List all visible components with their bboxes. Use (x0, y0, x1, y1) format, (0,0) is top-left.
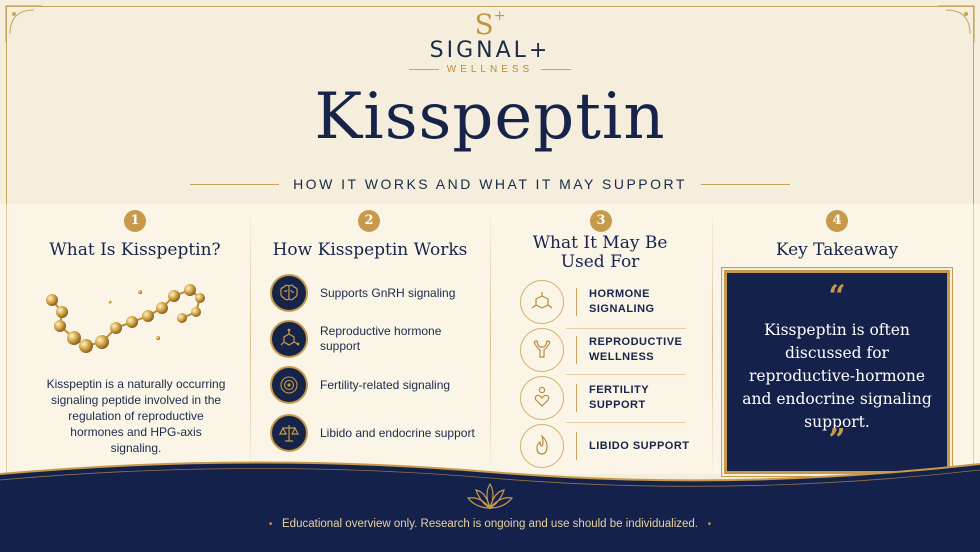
section-title-how: How Kisspeptin Works (272, 240, 468, 260)
how-item: Supports GnRH signaling (270, 274, 482, 312)
how-item-label: Supports GnRH signaling (320, 285, 456, 300)
brand-subtitle: WELLNESS (400, 64, 580, 75)
use-item-label: LIBIDO SUPPORT (589, 439, 690, 452)
how-item-label: Fertility-related signaling (320, 377, 451, 392)
footer-note-text: Educational overview only. Research is o… (282, 518, 698, 530)
how-item: Fertility-related signaling (270, 366, 482, 404)
section-title-takeaway: Key Takeaway (775, 240, 899, 260)
flame-icon (520, 424, 564, 468)
section-title-uses: What It May Be Used For (532, 233, 668, 272)
balance-scale-icon (270, 414, 308, 452)
section-title-what: What Is Kisspeptin? (49, 240, 221, 260)
use-item-separator (576, 288, 577, 316)
subtitle-rule-right (700, 183, 791, 185)
uterus-icon (520, 328, 564, 372)
subtitle-rule-left (190, 183, 280, 185)
lotus-icon (466, 482, 514, 510)
page-title: Kisspeptin (314, 80, 666, 154)
close-quote-icon: ” (828, 423, 846, 458)
use-divider (566, 328, 686, 329)
use-item-separator (576, 384, 577, 412)
use-item: LIBIDO SUPPORT (520, 424, 699, 468)
footer-disclaimer: • Educational overview only. Research is… (0, 518, 980, 530)
subtitle-row: HOW IT WORKS AND WHAT IT MAY SUPPORT (190, 174, 791, 194)
bullet-icon: • (268, 519, 273, 530)
section-number-3: 3 (590, 210, 612, 232)
use-item-label: HORMONE SIGNALING (589, 288, 655, 315)
molecule-icon (520, 280, 564, 324)
takeaway-text: Kisspeptin is often discussed for reprod… (742, 321, 932, 431)
use-divider (566, 422, 686, 423)
use-item: HORMONE SIGNALING (520, 280, 699, 324)
target-icon (270, 366, 308, 404)
brand-logo-mark: S+ (474, 8, 506, 41)
corner-ornament (5, 5, 42, 42)
takeaway-card: “ Kisspeptin is often discussed for repr… (724, 270, 950, 474)
how-item: Libido and endocrine support (270, 414, 482, 452)
page-subtitle: HOW IT WORKS AND WHAT IT MAY SUPPORT (293, 176, 687, 192)
use-item: REPRODUCTIVE WELLNESS (520, 328, 699, 372)
use-divider (566, 374, 686, 375)
use-item-label: REPRODUCTIVE WELLNESS (589, 336, 683, 363)
molecule-icon (270, 320, 308, 358)
how-item-label: Reproductive hormone support (320, 324, 442, 353)
how-item: Reproductive hormone support (270, 320, 482, 358)
brain-icon (270, 274, 308, 312)
column-divider (712, 218, 713, 468)
column-divider (250, 218, 251, 468)
column-divider (490, 218, 491, 468)
use-item-separator (576, 432, 577, 460)
use-item-separator (576, 336, 577, 364)
brand-name: SIGNAL+ (429, 38, 551, 63)
bullet-icon: • (707, 519, 712, 530)
open-quote-icon: “ (828, 279, 846, 314)
use-item-label: FERTILITY SUPPORT (589, 384, 649, 411)
section-number-2: 2 (358, 210, 380, 232)
section-number-4: 4 (826, 210, 848, 232)
section-number-1: 1 (124, 210, 146, 232)
how-item-label: Libido and endocrine support (320, 425, 475, 440)
use-item: FERTILITY SUPPORT (520, 376, 699, 420)
peptide-chain-icon (46, 284, 205, 353)
heart-hands-icon (520, 376, 564, 420)
section-body-what: Kisspeptin is a naturally occurring sign… (46, 377, 226, 455)
corner-ornament (938, 5, 975, 42)
